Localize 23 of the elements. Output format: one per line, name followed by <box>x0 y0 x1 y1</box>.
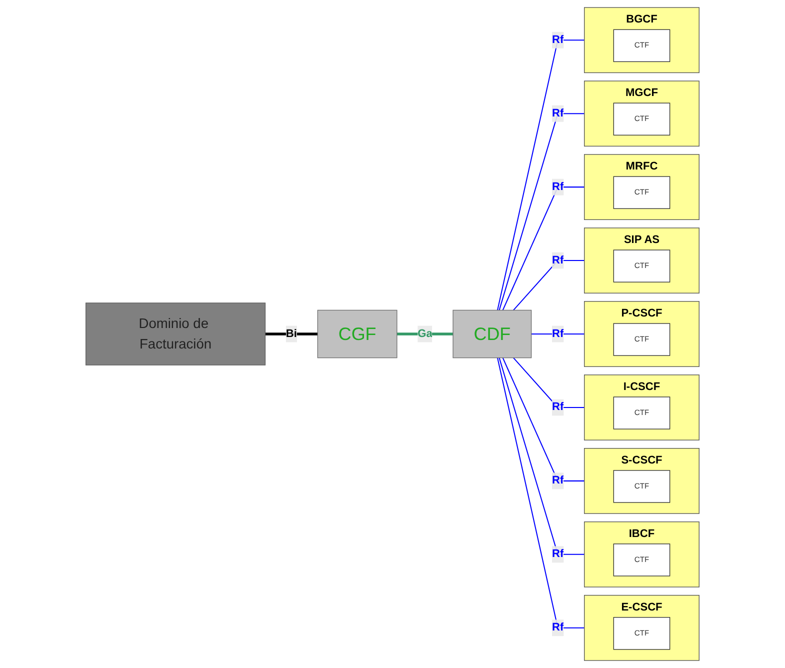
edge-label: Rf <box>552 180 564 193</box>
node-box: CDF <box>452 310 532 358</box>
edge-label: Ga <box>418 328 432 340</box>
connector <box>502 358 584 482</box>
edge-label: Rf <box>552 401 564 413</box>
edge-label: Rf <box>552 254 564 266</box>
connector <box>496 358 584 628</box>
edge-label: Rf <box>552 622 564 634</box>
node-box: CGF <box>317 310 398 358</box>
connector <box>513 357 584 408</box>
edge-label: Rf <box>552 34 564 46</box>
connector <box>265 332 318 336</box>
edge-label: Rf <box>552 548 564 560</box>
connector <box>498 113 584 310</box>
edge-label: Rf <box>552 474 564 486</box>
edge-label: Rf <box>552 328 564 340</box>
connector <box>498 358 584 555</box>
connector <box>502 186 584 310</box>
node-box: Dominio de Facturación <box>86 302 266 366</box>
edge-label: Rf <box>552 107 564 120</box>
edge-label: Bi <box>286 328 297 340</box>
connector <box>513 260 584 311</box>
connector <box>496 40 584 310</box>
